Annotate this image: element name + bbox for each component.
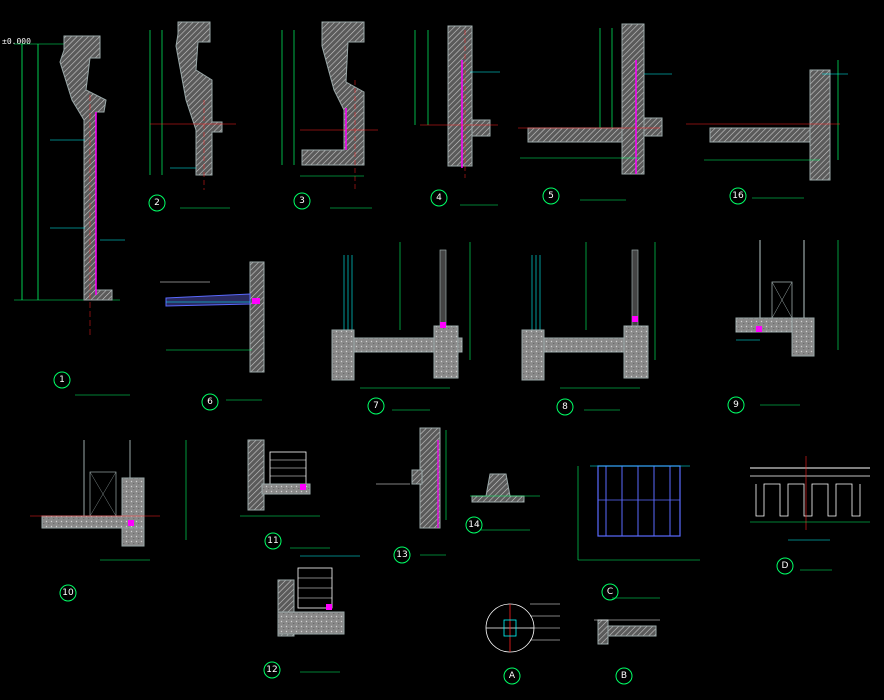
detail-marker-circle (264, 532, 282, 550)
detail-number-label: 13 (396, 550, 407, 560)
detail-marker-circle (59, 584, 77, 602)
detail-number-label: 16 (732, 191, 744, 201)
detail-A-connection-node (485, 603, 560, 653)
detail-12-balcony-section (277, 555, 360, 673)
detail-marker-circle (776, 557, 794, 575)
detail-marker-circle (148, 194, 166, 212)
detail-8-window-section (521, 242, 656, 411)
detail-marker-circle (601, 583, 619, 601)
detail-16-window-sill-section (686, 60, 848, 199)
detail-number-label: A (509, 671, 516, 681)
detail-4-wall-section (414, 25, 500, 206)
detail-D-profile-strip (750, 456, 870, 571)
detail-marker-circle (53, 371, 71, 389)
detail-number-label: 5 (548, 191, 554, 201)
detail-1-wall-section (14, 35, 130, 396)
detail-marker-circle (201, 393, 219, 411)
detail-number-label: 14 (468, 520, 480, 530)
detail-3-cornice-section (281, 21, 378, 209)
detail-7-window-section (331, 242, 471, 411)
detail-marker-circle (263, 661, 281, 679)
detail-number-label: 11 (267, 536, 278, 546)
detail-B-corner-node (594, 619, 660, 645)
detail-9-railing-section (735, 240, 839, 406)
detail-number-label: 6 (207, 397, 213, 407)
detail-number-label: 7 (373, 401, 379, 411)
detail-6-canopy-section (160, 261, 265, 401)
detail-marker-circle (556, 398, 574, 416)
detail-number-label: 9 (733, 400, 739, 410)
detail-number-label: 3 (299, 196, 305, 206)
detail-marker-circle (430, 189, 448, 207)
detail-2-parapet-section (149, 21, 236, 209)
detail-marker-circle (293, 192, 311, 210)
detail-marker-circle (615, 667, 633, 685)
detail-number-label: D (782, 561, 789, 571)
detail-marker-circle (729, 187, 747, 205)
detail-marker-circle (727, 396, 745, 414)
detail-10-railing-section (30, 440, 187, 561)
detail-number-label: 10 (62, 588, 74, 598)
detail-13-wall-section (376, 427, 447, 556)
detail-14-coping-section (470, 473, 540, 531)
detail-number-label: B (621, 671, 627, 681)
detail-5-window-sill-section (518, 23, 672, 201)
detail-marker-circle (503, 667, 521, 685)
detail-number-label: 4 (436, 193, 442, 203)
detail-marker-circle (542, 187, 560, 205)
detail-marker-circle (465, 516, 483, 534)
detail-11-balcony-section (240, 439, 330, 549)
detail-C-railing-elevation (577, 465, 700, 599)
corner-elevation-label: ±0.000 (2, 37, 31, 46)
detail-number-label: 8 (562, 402, 568, 412)
detail-marker-circle (367, 397, 385, 415)
detail-number-label: C (607, 587, 613, 597)
detail-number-label: 12 (266, 665, 277, 675)
detail-marker-circle (393, 546, 411, 564)
detail-number-label: 1 (59, 375, 65, 385)
detail-number-label: 2 (154, 198, 160, 208)
